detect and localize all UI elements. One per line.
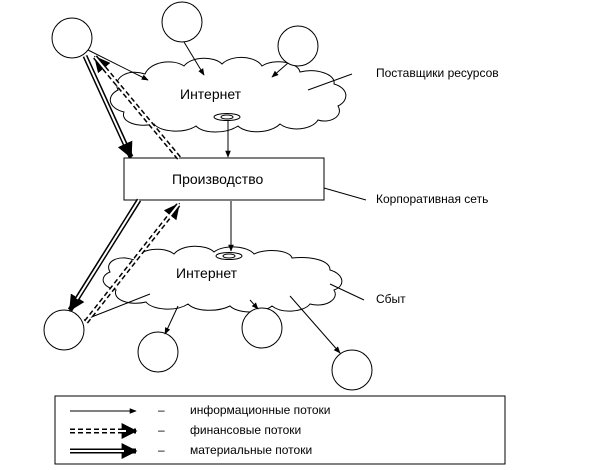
annotation-leaders xyxy=(307,73,367,301)
internet-cloud-top xyxy=(109,57,347,133)
connector-ellipse-bottom xyxy=(215,252,243,260)
information-flows xyxy=(83,41,341,354)
supplier-node-right xyxy=(277,25,319,67)
connector-ellipse-top xyxy=(213,113,241,121)
legend-dash-financial: – xyxy=(158,423,165,437)
production-label: Производство xyxy=(172,171,264,187)
sales-annotation: Сбыт xyxy=(376,292,406,306)
production-box xyxy=(123,157,325,201)
legend xyxy=(54,395,506,465)
sales-node-center-right xyxy=(241,307,283,349)
legend-label-information: информационные потоки xyxy=(190,403,331,417)
legend-label-material: материальные потоки xyxy=(190,443,313,457)
sales-node-center-left xyxy=(137,331,179,373)
supplier-node-left xyxy=(51,17,93,59)
internet-cloud-bottom xyxy=(102,245,343,313)
sales-node-left xyxy=(43,309,85,351)
legend-label-financial: финансовые потоки xyxy=(190,423,302,437)
corporate-network-annotation: Корпоративная сеть xyxy=(376,192,489,206)
financial-flows xyxy=(84,55,181,324)
internet-top-label: Интернет xyxy=(180,86,242,102)
legend-dash-material: – xyxy=(158,443,165,457)
sales-node-right xyxy=(331,349,373,391)
internet-bottom-label: Интернет xyxy=(176,265,238,281)
legend-dash-information: – xyxy=(158,403,165,417)
material-flows xyxy=(67,54,142,312)
suppliers-annotation: Поставщики ресурсов xyxy=(376,66,499,80)
supplier-node-middle xyxy=(161,1,203,43)
